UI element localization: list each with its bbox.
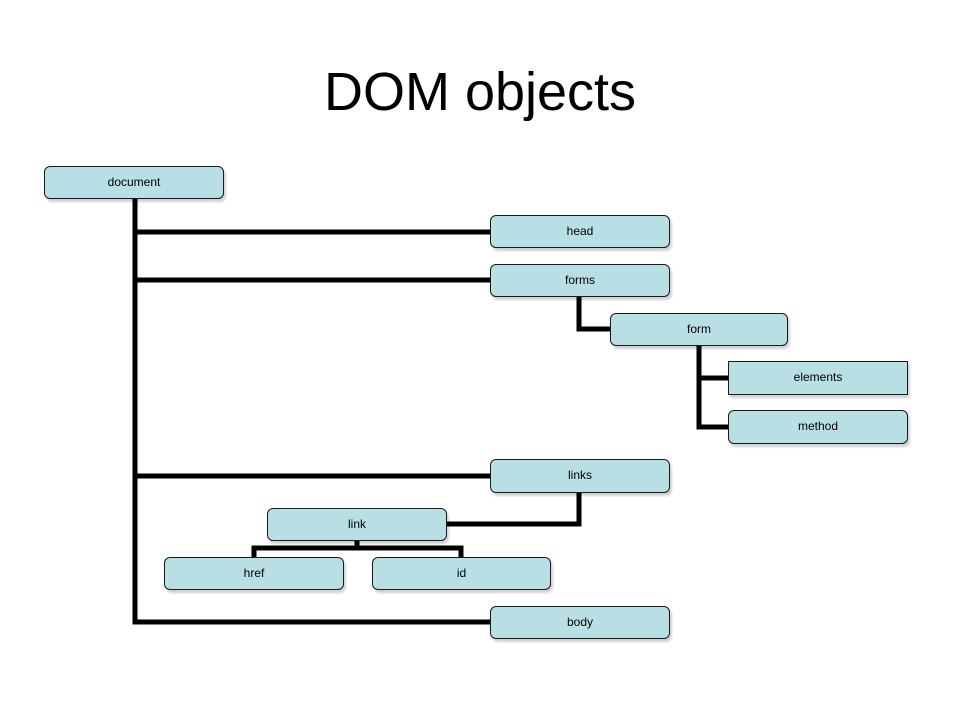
node-body-label: body xyxy=(566,615,594,629)
node-elements-label: elements xyxy=(793,370,843,384)
slide-title: DOM objects xyxy=(323,62,637,122)
node-document: document xyxy=(44,166,224,199)
connector-links-link xyxy=(444,489,582,527)
node-links-label: links xyxy=(567,468,592,482)
node-link-label: link xyxy=(347,517,366,531)
node-href: href xyxy=(164,557,344,590)
node-body: body xyxy=(490,606,670,639)
node-head: head xyxy=(490,215,670,248)
connector-form-elements xyxy=(696,342,731,381)
node-document-label: document xyxy=(107,175,161,189)
connector-form-method xyxy=(696,375,731,430)
node-method-label: method xyxy=(797,419,839,433)
node-form: form xyxy=(610,313,788,346)
connector-document-body xyxy=(132,473,493,625)
node-id: id xyxy=(372,557,551,590)
connector-document-links xyxy=(132,277,493,479)
connector-document-head xyxy=(132,195,493,235)
node-forms-label: forms xyxy=(565,273,595,287)
node-method: method xyxy=(728,410,908,444)
node-id-label: id xyxy=(456,566,467,580)
connector-document-forms xyxy=(132,229,493,283)
node-head-label: head xyxy=(566,224,594,238)
node-link: link xyxy=(267,508,447,541)
node-href-label: href xyxy=(243,566,265,580)
node-elements: elements xyxy=(728,361,908,395)
connector-forms-form xyxy=(576,293,613,332)
node-links: links xyxy=(490,459,670,493)
node-form-label: form xyxy=(687,322,711,336)
node-forms: forms xyxy=(490,264,670,297)
